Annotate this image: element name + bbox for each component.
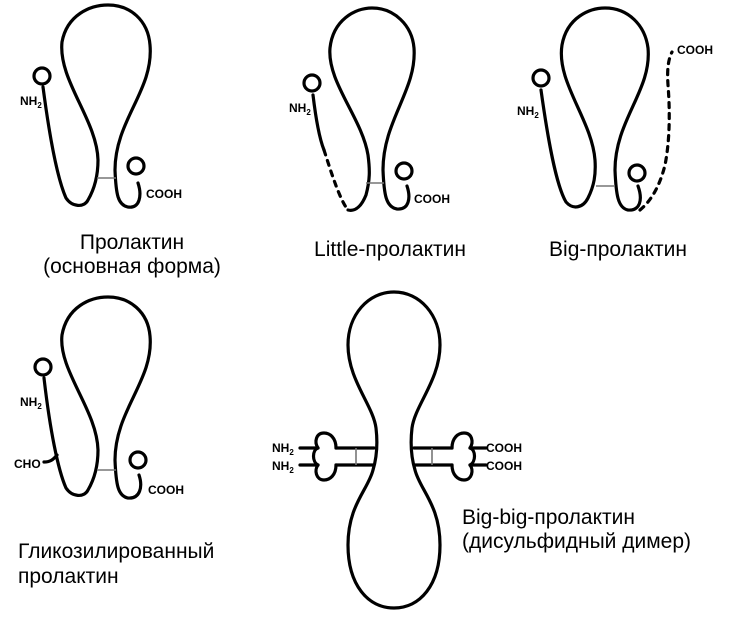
- main-n-loop: [34, 68, 50, 84]
- bigbig-outline: [348, 292, 440, 608]
- big-cooh-label: COOH: [677, 43, 713, 57]
- big-c-loop: [629, 165, 645, 181]
- bigbig-nh2-bottom-label: NH2: [272, 459, 294, 475]
- little-nh2-label: NH2: [289, 101, 311, 117]
- prolactin-glyco-structure: NH2 CHO COOH Гликозилированный пролактин: [14, 297, 214, 588]
- glyco-cho-label: CHO: [14, 457, 41, 471]
- main-nh2-label: NH2: [20, 94, 42, 110]
- prolactin-bigbig-structure: NH2 NH2 COOH COOH Big-big-пролактин (дис…: [272, 292, 691, 608]
- main-cooh-label: COOH: [146, 187, 182, 201]
- big-nh2-label: NH2: [517, 104, 539, 120]
- glyco-c-loop: [130, 452, 146, 468]
- little-chain-cleaved: [324, 150, 348, 210]
- prolactin-big-structure: NH2 COOH Big-пролактин: [517, 8, 713, 261]
- main-chain: [43, 5, 150, 207]
- main-caption-line2: (основная форма): [43, 255, 221, 278]
- bigbig-right-knob: [452, 433, 475, 480]
- main-c-loop: [128, 158, 144, 174]
- glyco-cooh-label: COOH: [148, 483, 184, 497]
- bigbig-caption-line2: (дисульфидный димер): [462, 530, 691, 553]
- main-caption-line1: Пролактин: [80, 231, 184, 254]
- little-n-loop: [304, 75, 320, 91]
- little-c-loop: [396, 163, 412, 179]
- big-caption: Big-пролактин: [549, 238, 687, 261]
- little-chain-solid: [313, 95, 324, 150]
- bigbig-cooh-top-label: COOH: [486, 441, 522, 455]
- bigbig-cooh-bottom-label: COOH: [486, 459, 522, 473]
- prolactin-little-structure: NH2 COOH Little-пролактин: [289, 8, 466, 261]
- little-cooh-label: COOH: [414, 192, 450, 206]
- glyco-caption-line2: пролактин: [18, 565, 119, 588]
- prolactin-main-structure: NH2 COOH Пролактин (основная форма): [20, 5, 221, 278]
- glyco-n-loop: [35, 359, 51, 375]
- little-caption: Little-пролактин: [314, 238, 466, 261]
- glyco-cho-branch: [44, 455, 57, 462]
- big-n-loop: [533, 70, 549, 86]
- bigbig-left-knob: [314, 433, 337, 480]
- glyco-nh2-label: NH2: [20, 395, 42, 411]
- bigbig-caption-line1: Big-big-пролактин: [462, 506, 635, 529]
- glyco-caption-line1: Гликозилированный: [18, 540, 214, 563]
- bigbig-nh2-top-label: NH2: [272, 441, 294, 457]
